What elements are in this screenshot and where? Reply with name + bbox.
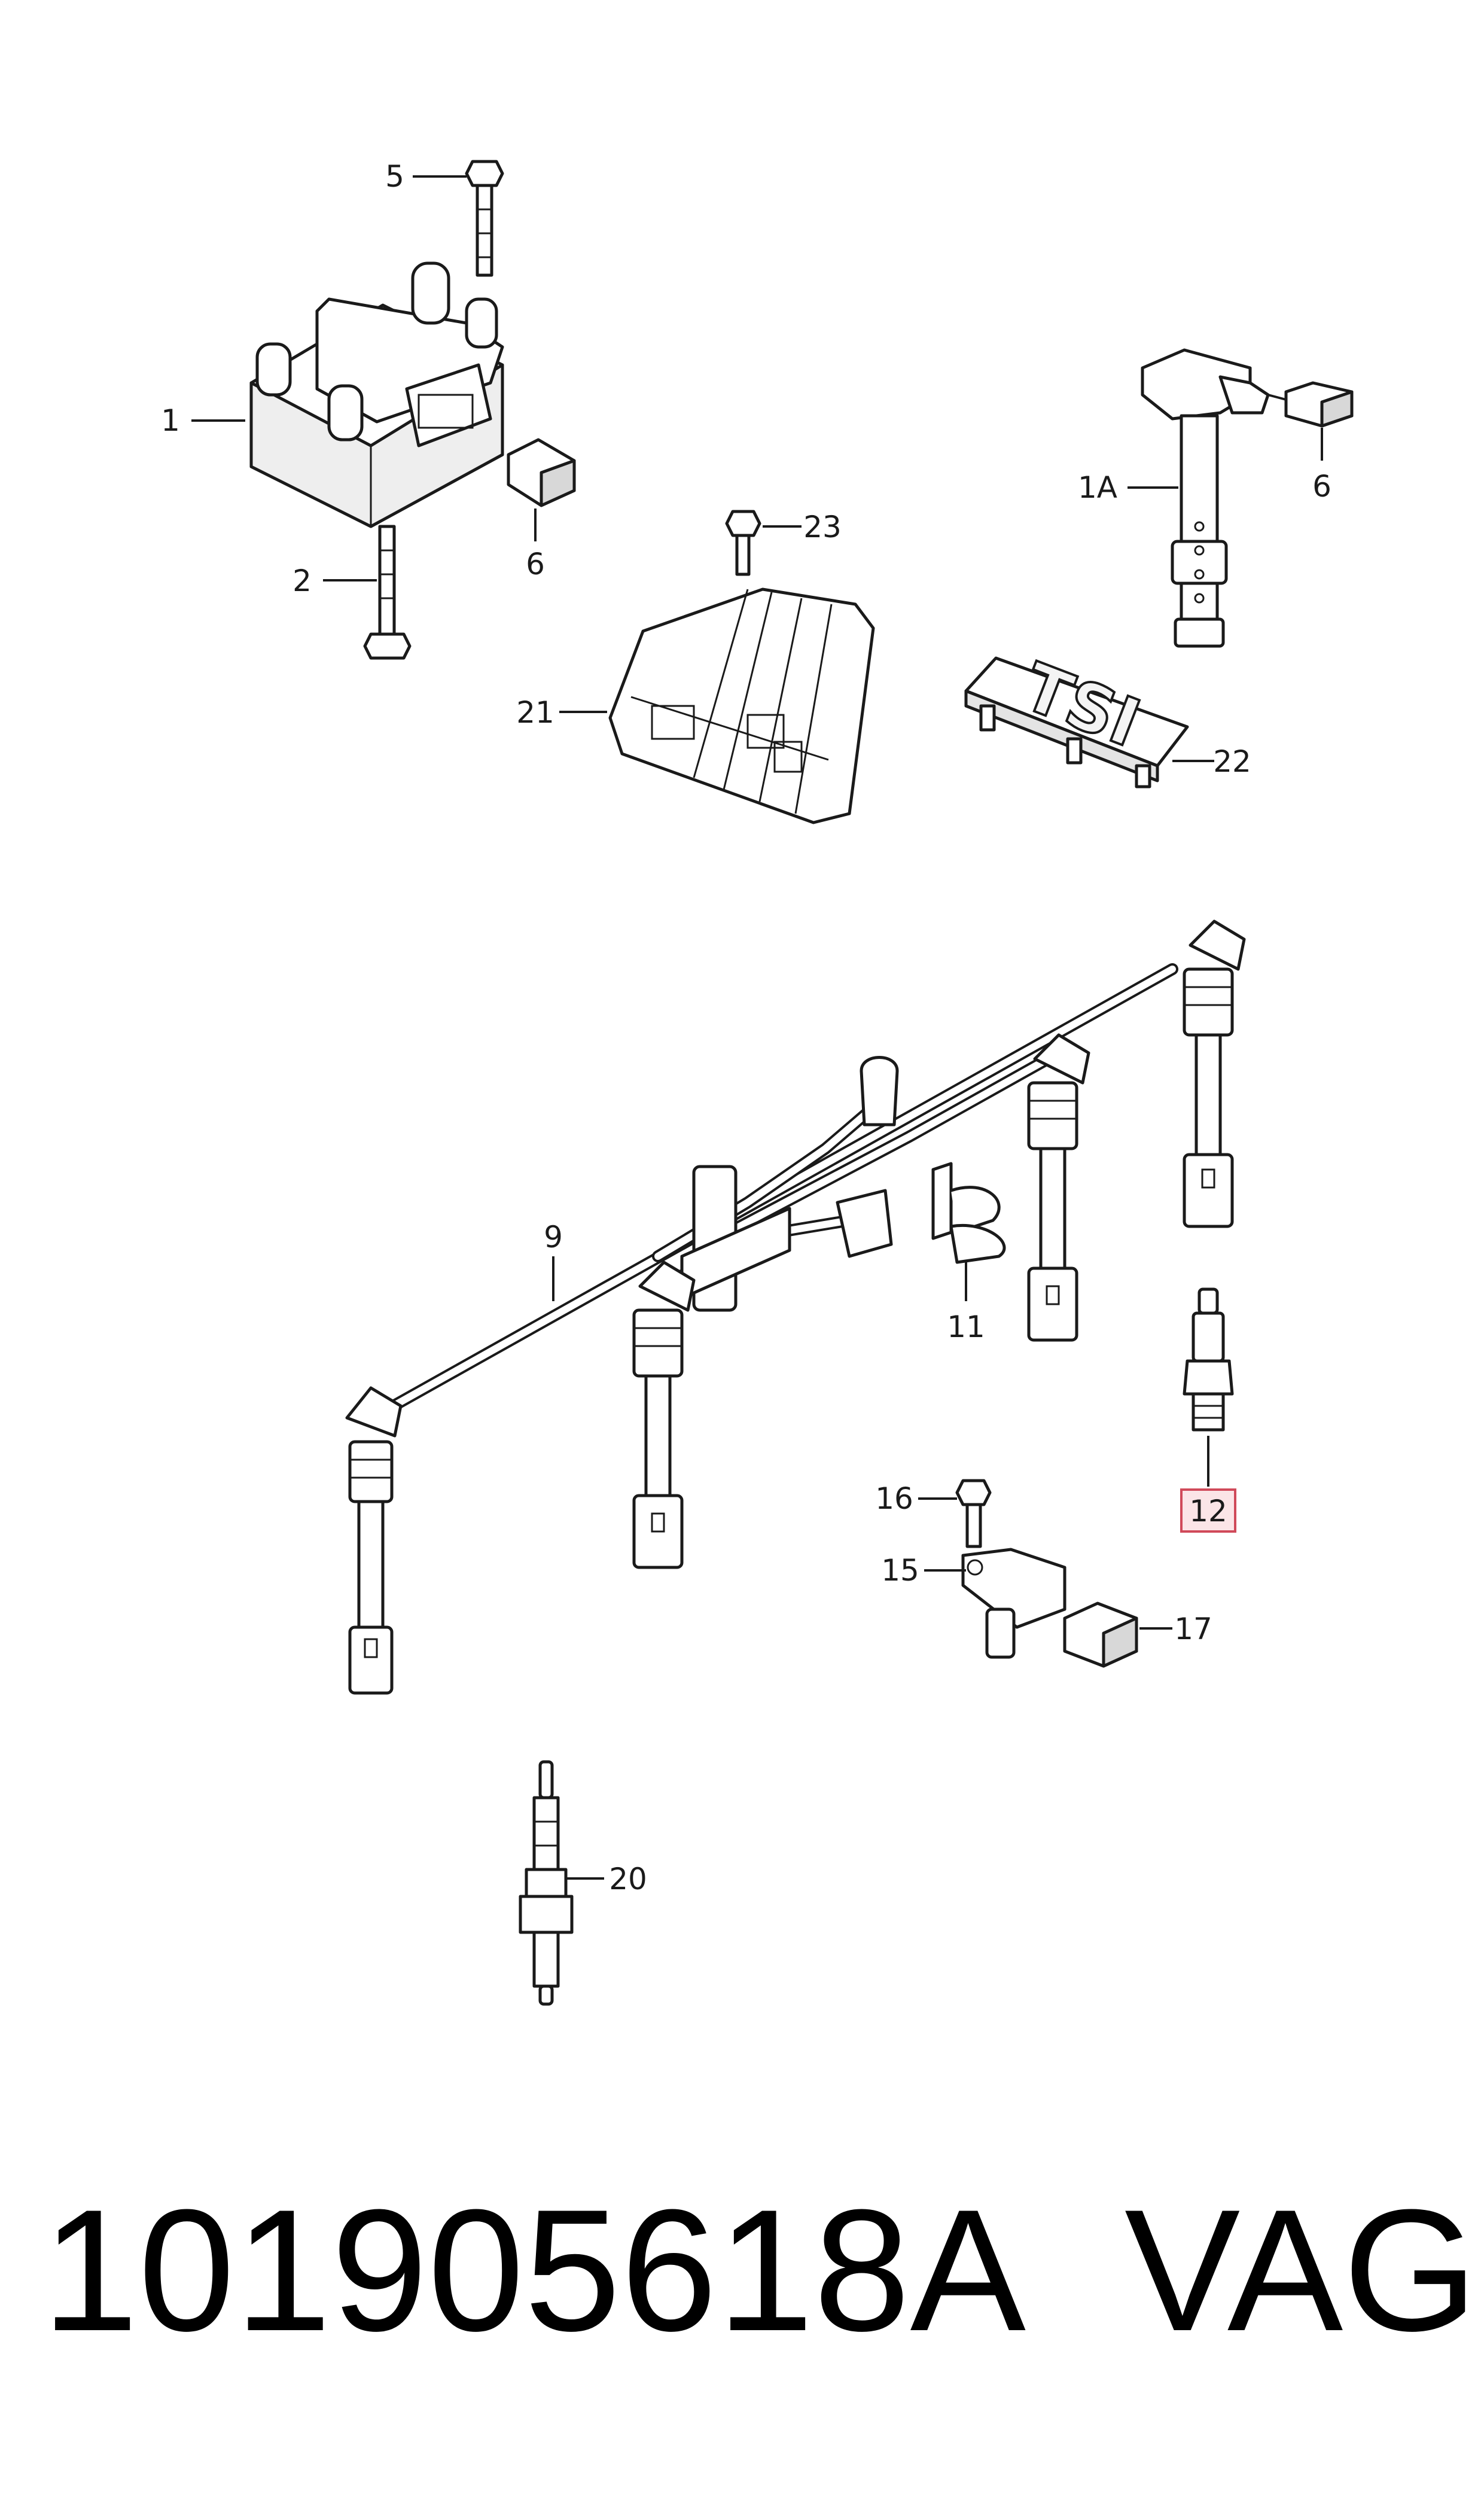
callout-1: 1 — [161, 403, 245, 438]
svg-text:1A: 1A — [1078, 470, 1117, 505]
connector-17 — [1063, 1601, 1138, 1668]
callout-20: 20 — [565, 1862, 647, 1896]
svg-text:11: 11 — [947, 1310, 985, 1344]
pencil-coil-1a — [1141, 348, 1270, 648]
svg-text:22: 22 — [1213, 744, 1251, 779]
callout-1a: 1A — [1078, 470, 1178, 505]
svg-text:20: 20 — [609, 1862, 647, 1896]
ignition-lead-set-9 — [345, 919, 1246, 1695]
callout-15: 15 — [881, 1553, 966, 1588]
svg-text:21: 21 — [516, 695, 554, 730]
callout-16: 16 — [875, 1481, 957, 1516]
callout-21: 21 — [516, 695, 607, 730]
part-number-label: 101905618A — [42, 2173, 1026, 2367]
connector-6-left: 6 — [507, 438, 576, 581]
bolt-2 — [363, 525, 412, 660]
svg-text:15: 15 — [881, 1553, 919, 1588]
tsi-badge-22: TSI — [964, 647, 1189, 788]
svg-text:6: 6 — [526, 547, 545, 581]
glow-plug-20 — [519, 1760, 574, 2006]
callout-2: 2 — [292, 564, 377, 598]
callout-9: 9 — [544, 1220, 563, 1301]
svg-text:1: 1 — [161, 403, 180, 438]
ignition-coil-pack — [249, 261, 504, 528]
svg-text:2: 2 — [292, 564, 312, 598]
svg-text:6: 6 — [1312, 469, 1331, 504]
svg-text:17: 17 — [1174, 1612, 1212, 1646]
callout-23: 23 — [763, 510, 842, 544]
screw-23 — [725, 510, 761, 576]
sensor-15 — [961, 1548, 1066, 1659]
connector-6-right: 6 — [1267, 381, 1354, 504]
svg-text:12: 12 — [1189, 1494, 1227, 1529]
bolt-5 — [465, 160, 504, 277]
svg-text:16: 16 — [875, 1481, 913, 1516]
svg-text:23: 23 — [803, 510, 842, 544]
bolt-16 — [955, 1479, 992, 1548]
callout-22: 22 — [1172, 744, 1251, 779]
callout-11: 11 — [947, 1262, 985, 1344]
callout-5: 5 — [385, 159, 467, 194]
svg-text:9: 9 — [544, 1220, 563, 1255]
spark-plug-12 — [1183, 1287, 1234, 1432]
clip-11 — [931, 1162, 1006, 1264]
brand-label: VAG — [1125, 2173, 1478, 2367]
svg-text:5: 5 — [385, 159, 404, 194]
callout-17: 17 — [1139, 1612, 1212, 1646]
callout-12-highlighted: 12 — [1180, 1436, 1236, 1533]
cover-21 — [608, 587, 875, 824]
